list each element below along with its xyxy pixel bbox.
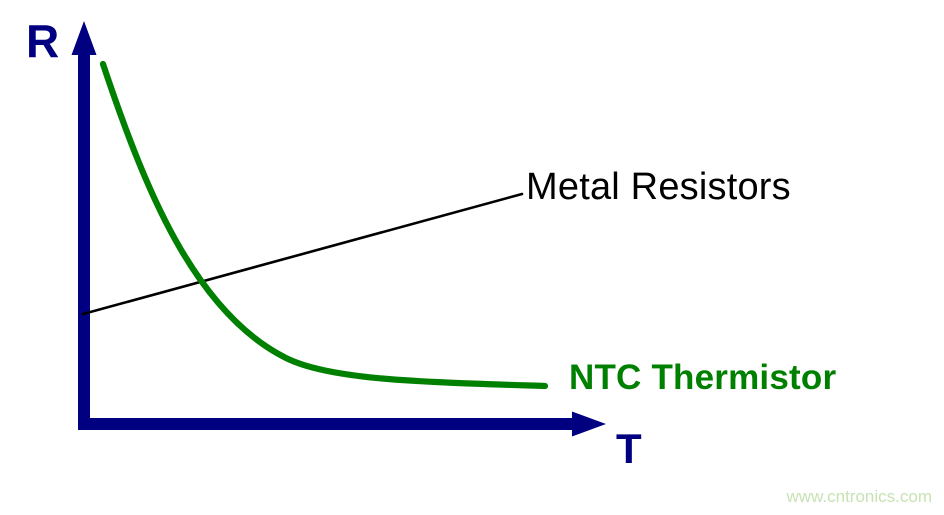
metal-resistors-line: [81, 192, 524, 316]
x-axis-label: T: [616, 425, 642, 472]
series-label-ntc-thermistor: NTC Thermistor: [569, 358, 837, 397]
x-axis-arrowhead: [572, 411, 606, 437]
series-label-metal-resistors: Metal Resistors: [526, 166, 791, 208]
y-axis-line: [78, 48, 90, 430]
y-axis-label: R: [26, 15, 60, 67]
y-axis-arrowhead: [71, 21, 97, 55]
x-axis-line: [78, 418, 578, 430]
ntc-thermistor-curve: [99, 60, 549, 390]
watermark-text: www.cntronics.com: [786, 487, 932, 506]
